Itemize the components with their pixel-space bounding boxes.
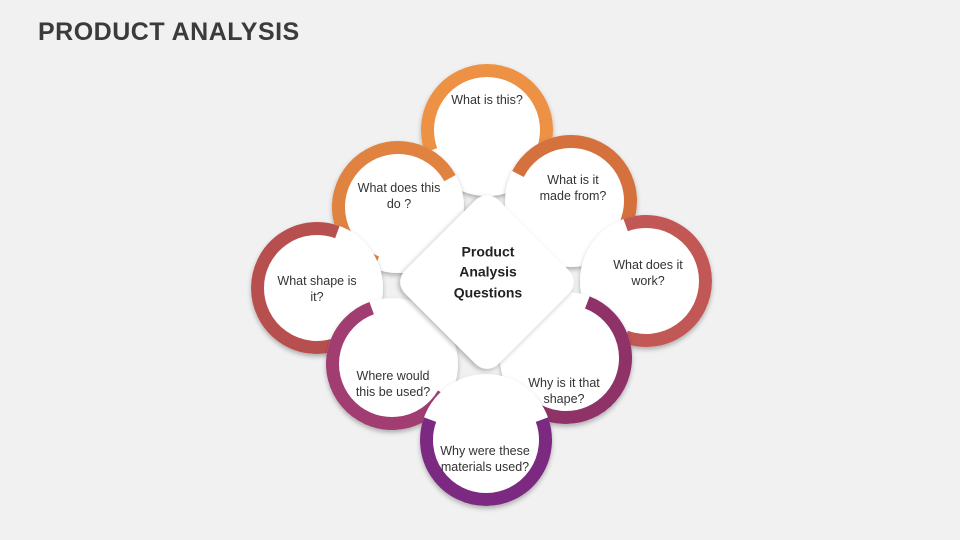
ring-arc <box>420 417 552 506</box>
ring-arc <box>421 64 553 153</box>
ring-disc <box>332 141 464 273</box>
ring-arc <box>623 215 712 347</box>
circle-label-why-is-it-that-shape: Why is it that shape? <box>528 375 600 406</box>
ring-disc <box>326 298 458 430</box>
center-diamond <box>400 195 574 369</box>
circle-label-what-shape-is-it: What shape is it? <box>277 273 357 304</box>
center-label: Product Analysis Questions <box>453 243 523 301</box>
circle-label-what-is-this: What is this? <box>451 92 523 107</box>
ring-where-would-this-be-used <box>326 298 458 430</box>
circle-label-why-were-these-materials-used: Why were these materials used? <box>440 443 530 474</box>
circle-label-where-would-this-be-used: Where would this be used? <box>355 368 431 399</box>
ring-arc <box>326 301 450 430</box>
circle-label-what-does-it-work: What does it work? <box>613 257 683 288</box>
ring-why-were-these-materials-used <box>420 374 552 506</box>
circle-label-what-does-this-do: What does this do ? <box>357 180 441 211</box>
page-title: PRODUCT ANALYSIS <box>38 18 300 46</box>
ring-disc <box>420 374 552 506</box>
ring-arc <box>251 222 340 354</box>
circle-label-what-is-it-made-from: What is it made from? <box>539 172 607 203</box>
